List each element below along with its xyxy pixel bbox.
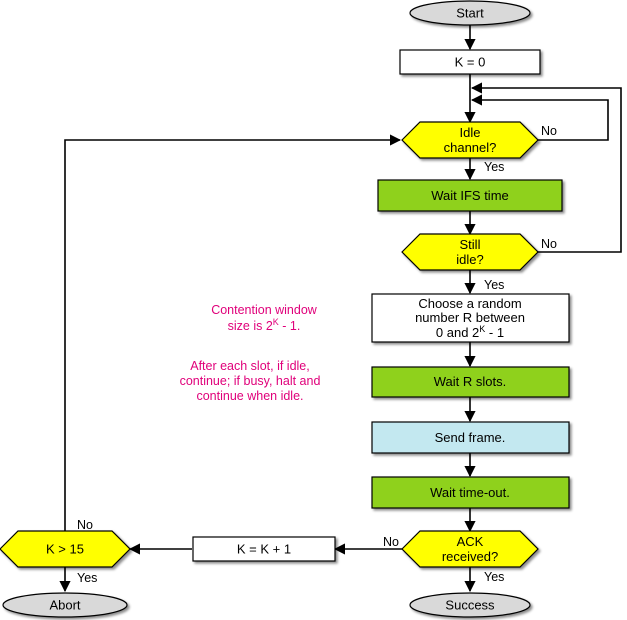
success-label: Success <box>445 598 495 613</box>
k-check-hexagon <box>0 530 131 568</box>
choose-random-line3-pre: 0 and 2 <box>436 325 479 340</box>
node-success <box>409 592 531 618</box>
edge-label-ack-yes: Yes <box>484 570 504 584</box>
send-frame-box <box>371 421 570 454</box>
idle-channel-line2: channel? <box>444 140 497 155</box>
edge-label-k-no: No <box>77 518 93 532</box>
edge-label-still-no: No <box>541 237 557 251</box>
note-after-slot-line1: After each slot, if idle, <box>190 359 310 373</box>
connectors <box>59 25 622 593</box>
start-shape <box>409 0 531 26</box>
ack-received-line2: received? <box>442 549 498 564</box>
node-wait-timeout <box>371 476 570 509</box>
edge-label-ack-no: No <box>383 535 399 549</box>
ack-received-line1: ACK <box>457 534 484 549</box>
wait-ifs-box <box>377 179 563 212</box>
note-contention-line2-pre: size is 2 <box>228 319 273 333</box>
node-start <box>409 0 531 26</box>
edge-idle-no-loop <box>470 94 609 141</box>
edge-label-idle-yes: Yes <box>484 160 504 174</box>
note-after-slot-line2: continue; if busy, halt and <box>180 374 321 388</box>
note-contention-line2-sup: K <box>273 317 279 327</box>
still-idle-line2: idle? <box>456 252 483 267</box>
success-shape <box>409 592 531 618</box>
edge-label-k-yes: Yes <box>77 571 97 585</box>
wait-r-label: Wait R slots. <box>434 374 506 389</box>
node-still-idle <box>401 233 539 271</box>
node-send-frame <box>371 421 570 454</box>
wait-timeout-box <box>371 476 570 509</box>
choose-random-line1: Choose a random <box>418 296 521 311</box>
ack-received-hexagon <box>401 530 539 568</box>
node-k-zero <box>399 49 541 75</box>
edge-label-still-yes: Yes <box>484 278 504 292</box>
k-zero-label: K = 0 <box>455 55 486 70</box>
node-abort <box>2 592 128 618</box>
edge-kcheck-no-loop <box>64 134 402 531</box>
choose-random-line3: 0 and 2K - 1 <box>436 324 504 340</box>
k-zero-box <box>399 49 541 75</box>
still-idle-line1: Still <box>460 237 481 252</box>
wait-ifs-label: Wait IFS time <box>431 188 509 203</box>
still-idle-hexagon <box>401 233 539 271</box>
node-k-increment <box>192 536 336 562</box>
note-contention-line1: Contention window <box>211 303 318 317</box>
wait-timeout-label: Wait time-out. <box>430 485 510 500</box>
note-after-slot-line3: continue when idle. <box>196 389 303 403</box>
node-wait-r <box>371 366 570 398</box>
k-increment-label: K = K + 1 <box>237 542 291 557</box>
note-contention-line2: size is 2K - 1. <box>228 317 301 333</box>
abort-label: Abort <box>49 598 80 613</box>
node-wait-ifs <box>377 179 563 212</box>
idle-channel-hexagon <box>401 121 539 159</box>
choose-random-box <box>371 293 570 343</box>
choose-random-line3-sup: K <box>479 324 485 334</box>
abort-shape <box>2 592 128 618</box>
idle-channel-line1: Idle <box>460 125 481 140</box>
note-contention-line2-post: - 1. <box>279 319 301 333</box>
k-increment-box <box>192 536 336 562</box>
node-ack-received <box>401 530 539 568</box>
wait-r-box <box>371 366 570 398</box>
send-frame-label: Send frame. <box>435 430 506 445</box>
node-k-check <box>0 530 131 568</box>
edge-still-no-loop <box>470 82 622 253</box>
node-idle-channel <box>401 121 539 159</box>
edge-label-idle-no: No <box>541 124 557 138</box>
node-choose-random <box>371 293 570 343</box>
start-label: Start <box>456 6 484 21</box>
choose-random-line2: number R between <box>415 310 525 325</box>
choose-random-line3-post: - 1 <box>485 325 504 340</box>
k-check-label: K > 15 <box>46 542 84 557</box>
